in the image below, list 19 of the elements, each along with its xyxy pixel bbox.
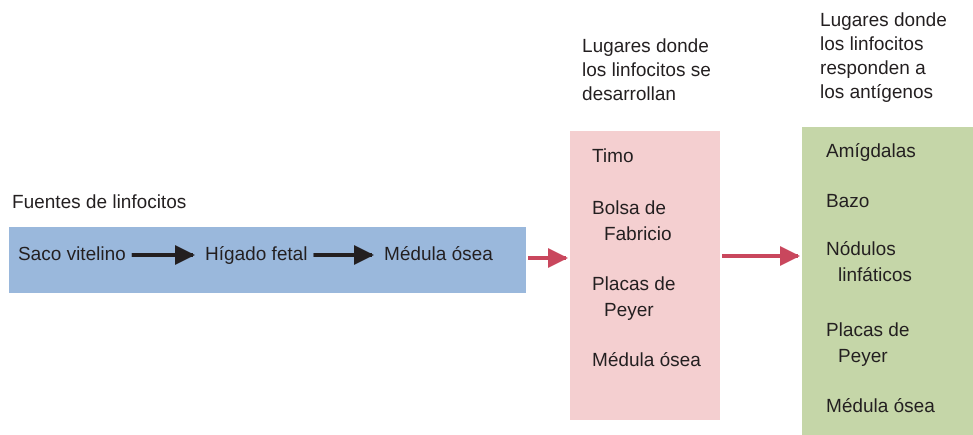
arrow	[528, 248, 568, 268]
site-label: Médula ósea	[592, 349, 702, 373]
panel-heading: Fuentes de linfocitos	[12, 191, 188, 215]
stage-label: Hígado fetal	[205, 242, 308, 268]
arrow	[132, 245, 195, 265]
stage-label: Saco vitelino	[18, 242, 126, 268]
arrow	[722, 246, 800, 266]
site-label: Timo	[592, 145, 635, 169]
panel-heading: Lugares donde los linfocitos responden a los antígenos	[820, 9, 948, 105]
site-label: Amígdalas	[826, 140, 917, 164]
site-label: Médula ósea	[826, 395, 936, 419]
site-label: Placas de Peyer	[592, 273, 676, 323]
stage-label: Médula ósea	[384, 242, 493, 268]
site-label: Placas de Peyer	[826, 319, 910, 369]
panel-heading: Lugares donde los linfocitos se desarrollan	[582, 35, 712, 107]
site-label: Bolsa de Fabricio	[592, 197, 673, 247]
site-label: Bazo	[826, 190, 870, 214]
site-label: Nódulos linfáticos	[826, 238, 913, 288]
arrow	[313, 245, 374, 265]
